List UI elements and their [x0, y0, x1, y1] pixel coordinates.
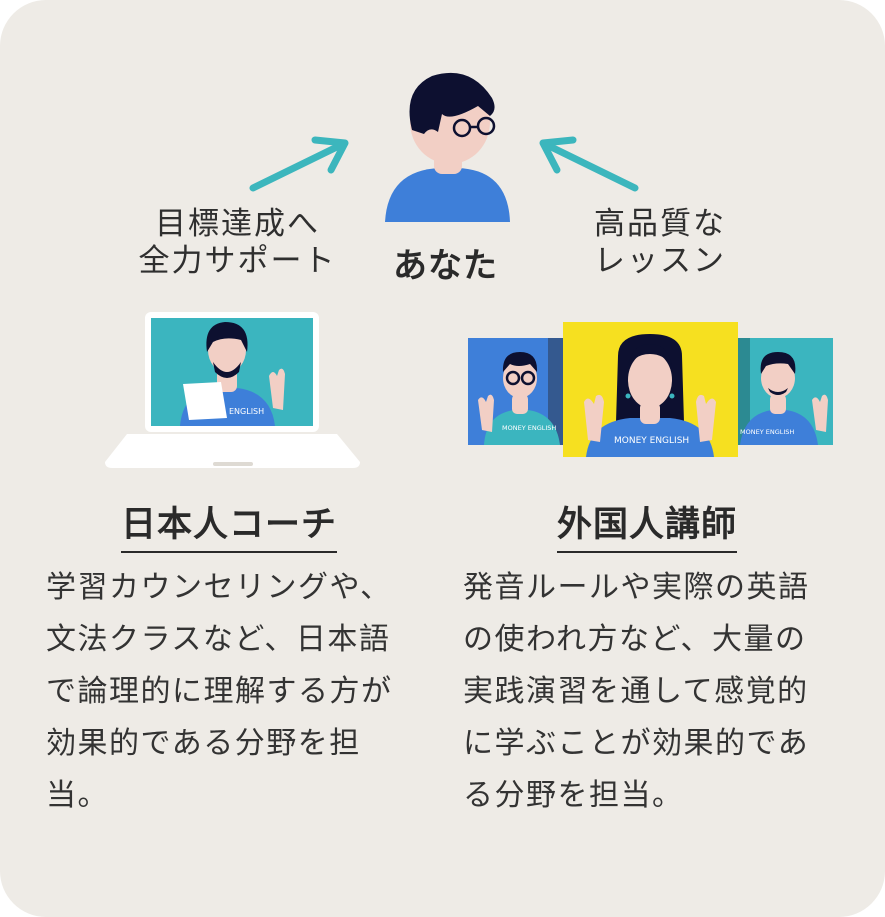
japanese-coach-desc-line: 当。: [46, 778, 109, 813]
coach-shirt-logo: ENGLISH: [229, 407, 264, 416]
arrow-to-you-right-icon: [539, 136, 639, 192]
foreign-instructor-desc-line: る分野を担当。: [463, 778, 684, 813]
foreign-instructor-description: 発音ルールや実際の英語 の使われ方など、大量の 実践演習を通して感覚的 に学ぶこ…: [463, 562, 863, 822]
foreign-instructor-desc-line: 発音ルールや実際の英語: [463, 570, 810, 605]
right-support-line-1: 高品質な: [594, 206, 726, 242]
left-support-line-2: 全力サポート: [138, 243, 337, 279]
japanese-coach-description: 学習カウンセリングや、 文法クラスなど、日本語 で論理的に理解する方が 効果的で…: [46, 562, 431, 822]
japanese-coach-laptop-illustration: ENGLISH: [105, 312, 360, 468]
you-avatar-icon: [385, 72, 510, 222]
right-support-label: 高品質な レッスン: [580, 206, 740, 280]
foreign-instructor-heading: 外国人講師: [557, 496, 738, 553]
foreign-instructors-illustration: MONEY ENGLISH MONEY ENGLISH MONEY ENGLIS…: [468, 322, 833, 457]
center-instructor-shirt-logo: MONEY ENGLISH: [614, 436, 689, 446]
arrow-to-you-left-icon: [249, 136, 349, 192]
foreign-instructor-desc-line: に学ぶことが効果的であ: [463, 726, 810, 761]
japanese-coach-desc-line: 学習カウンセリングや、: [46, 570, 392, 605]
japanese-coach-desc-line: 効果的である分野を担: [46, 726, 361, 761]
japanese-coach-heading: 日本人コーチ: [121, 496, 338, 553]
foreign-instructor-desc-line: の使われ方など、大量の: [463, 622, 807, 657]
right-instructor-shirt-logo: MONEY ENGLISH: [740, 428, 794, 436]
left-instructor-shirt-logo: MONEY ENGLISH: [502, 424, 556, 432]
left-support-line-1: 目標達成へ: [155, 206, 320, 242]
right-support-line-2: レッスン: [594, 243, 726, 279]
japanese-coach-desc-line: で論理的に理解する方が: [46, 674, 393, 709]
you-label: あなた: [393, 246, 498, 286]
foreign-instructor-desc-line: 実践演習を通して感覚的: [463, 674, 809, 709]
left-support-label: 目標達成へ 全力サポート: [125, 206, 350, 280]
japanese-coach-desc-line: 文法クラスなど、日本語: [46, 622, 391, 657]
